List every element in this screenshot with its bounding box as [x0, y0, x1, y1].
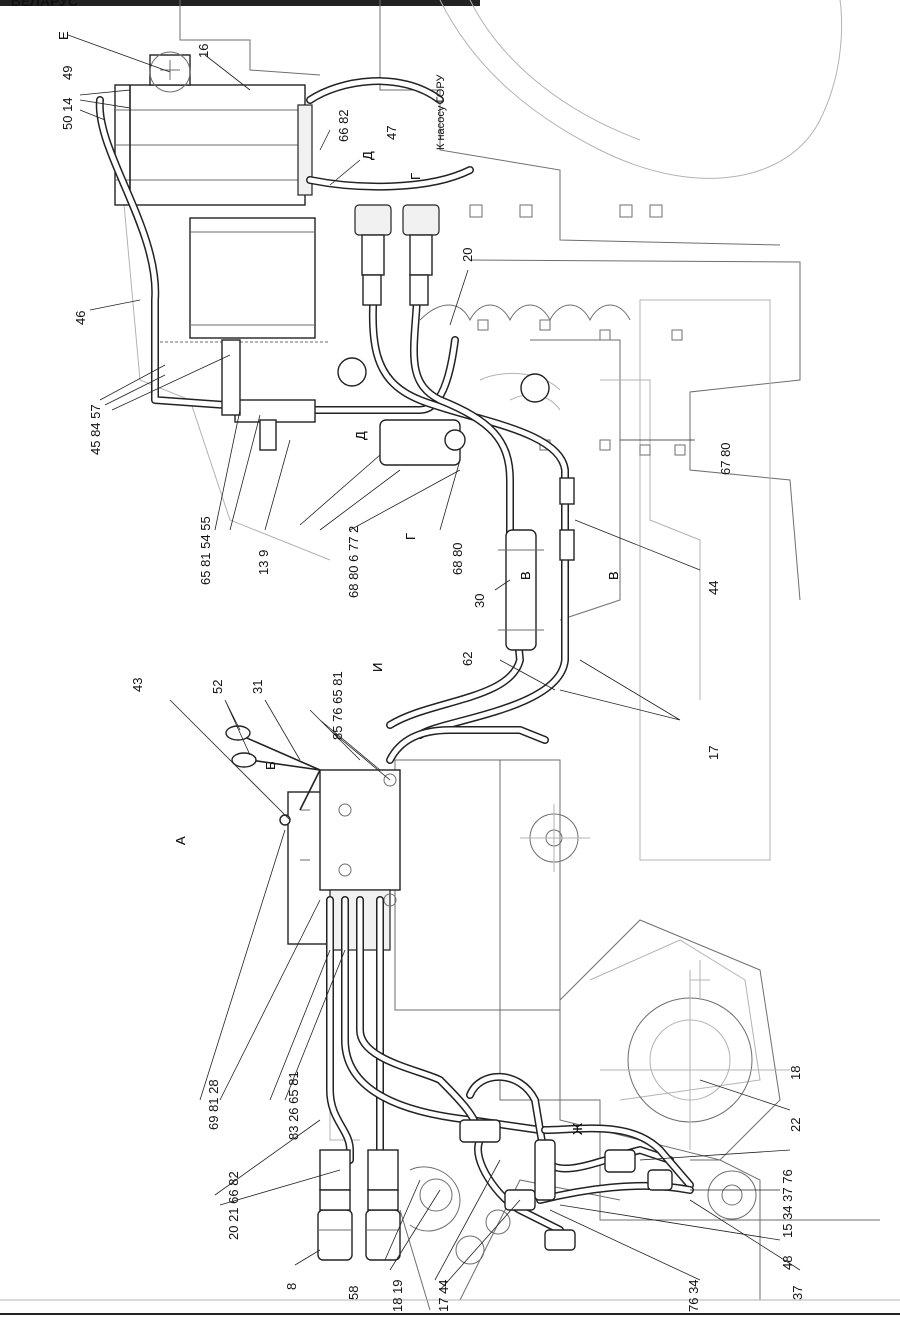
- callout-label: 62: [460, 652, 475, 666]
- callout-label: 58: [346, 1286, 361, 1300]
- callout-label: 13 9: [256, 550, 271, 575]
- callout-label: В: [518, 571, 533, 580]
- view-letter: В: [606, 571, 621, 580]
- callout-label: 85 76 65 81: [330, 671, 345, 740]
- callout-label: 15 34 37 76: [780, 1169, 795, 1238]
- callout-label: 50 14: [60, 97, 75, 130]
- view-letter: Ж: [570, 1123, 585, 1135]
- callout-label: 65 81 54 55: [198, 516, 213, 585]
- view-letters: А Б В В Г Г Д Д Е Ж И: [56, 31, 621, 1135]
- callout-label: Е: [56, 31, 71, 40]
- callout-label: 69 81 28: [206, 1079, 221, 1130]
- callout-label: 49: [60, 66, 75, 80]
- hydraulic-pipelines: [95, 77, 694, 1234]
- callout-label: И: [370, 663, 385, 672]
- view-letter: Г: [403, 533, 418, 540]
- view-letter: И: [370, 663, 385, 672]
- callout-label: 30: [472, 594, 487, 608]
- view-letter: Б: [263, 761, 278, 770]
- header-strip: "БЕЛАРУС": [0, 0, 480, 9]
- callout-label: Б: [263, 761, 278, 770]
- view-letter: Г: [408, 173, 423, 180]
- callout-label: Г: [408, 173, 423, 180]
- callout-label: 20 21 66 82: [226, 1171, 241, 1240]
- callout-label: 43: [130, 678, 145, 692]
- callout-label: 8: [284, 1283, 299, 1290]
- callout-label: 31: [250, 680, 265, 694]
- oil-tank: [114, 51, 313, 206]
- callout-label: 46: [73, 311, 88, 325]
- callout-label: 37: [790, 1286, 805, 1300]
- view-letter: Д: [353, 431, 368, 440]
- pump-note: К насосу ГОРУ: [435, 74, 447, 150]
- view-letter: В: [518, 571, 533, 580]
- callout-label: Д: [360, 151, 375, 160]
- callout-label: 22: [788, 1118, 803, 1132]
- view-letter: Е: [56, 31, 71, 40]
- callout-label: В: [606, 571, 621, 580]
- callout-label: 17 44: [436, 1279, 451, 1312]
- header-left-text: "БЕЛАРУС": [4, 0, 85, 9]
- callout-label: Ж: [570, 1123, 585, 1135]
- view-letter: Д: [360, 151, 375, 160]
- view-letter: А: [173, 836, 188, 845]
- oil-filter: [160, 217, 330, 343]
- leader-lines: [67, 34, 801, 1291]
- note-to-pump: К насосу ГОРУ: [435, 74, 447, 150]
- callout-label: 17: [706, 746, 721, 760]
- callout-label: 83 26 65 81: [286, 1071, 301, 1140]
- callout-label: 66 82: [336, 109, 351, 142]
- callout-label: Д: [353, 431, 368, 440]
- callout-label: 68 80 6 77 2: [346, 526, 361, 598]
- callout-labels: 50 14 49 Е 16 66 82 47 Д Г 46 45 84 57 2…: [56, 31, 805, 1312]
- callout-label: 44: [706, 581, 721, 595]
- callout-label: 20: [460, 248, 475, 262]
- callout-label: Г: [403, 533, 418, 540]
- callout-label: 76 34: [686, 1279, 701, 1312]
- callout-label: 16: [196, 44, 211, 58]
- callout-label: 18 19: [390, 1279, 405, 1312]
- callout-label: 47: [384, 126, 399, 140]
- callout-label: 18: [788, 1066, 803, 1080]
- callout-label: 67 80: [718, 442, 733, 475]
- callout-label: 52: [210, 680, 225, 694]
- callout-label: 68 80: [450, 542, 465, 575]
- callout-label: 45 84 57: [88, 404, 103, 455]
- fittings: [221, 204, 673, 1261]
- callout-label: 48: [780, 1256, 795, 1270]
- callout-label: А: [173, 836, 188, 845]
